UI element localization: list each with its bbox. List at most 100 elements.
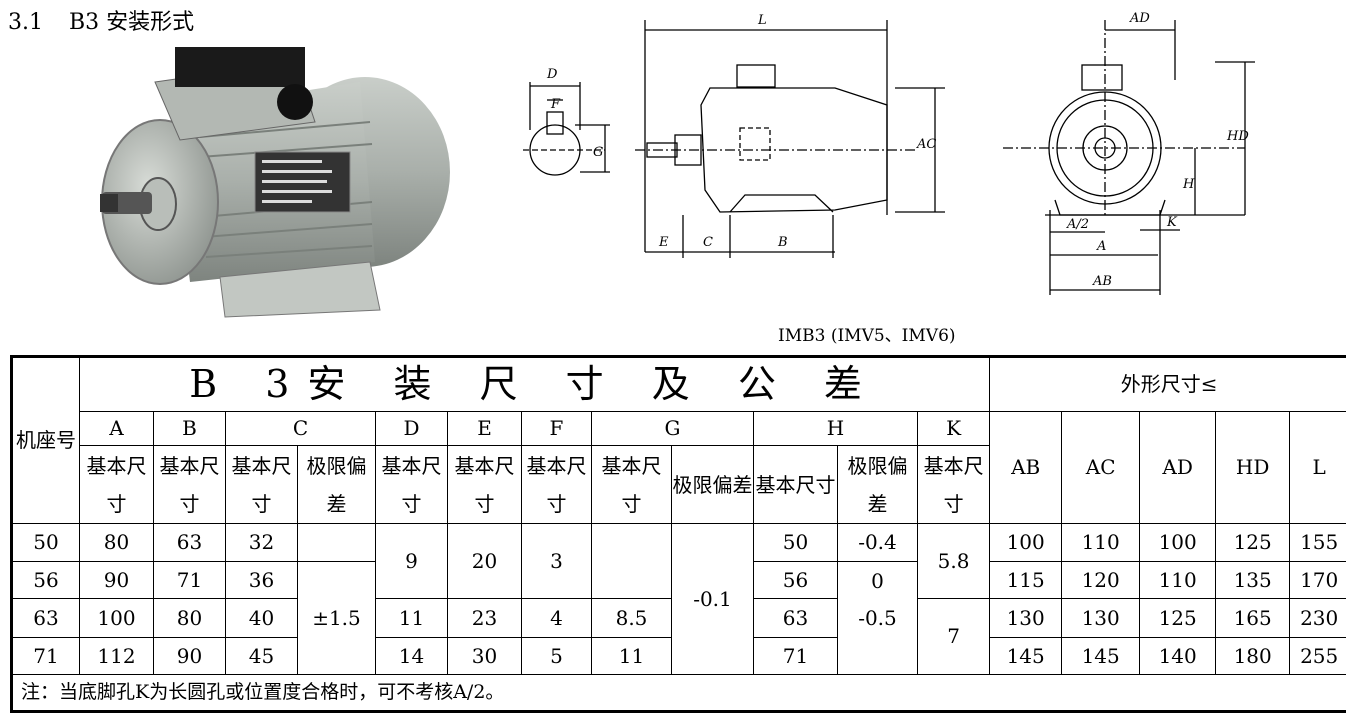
table-row: 56 90 71 36 ±1.5 56 0 -0.5 115 120 110 1… [11, 560, 1346, 676]
outline-header: 外形尺寸≤ [989, 356, 1346, 412]
cell-F: 5 [521, 636, 592, 676]
col-B: B [153, 410, 226, 447]
D-basic: 基本尺寸 [375, 445, 448, 525]
cell-frame: 50 [11, 523, 80, 562]
cell-H: 56 [753, 560, 838, 600]
dimension-drawing: D F G L AC E C B AD HD H A/2 A K AB [523, 11, 1255, 295]
figure-caption: IMB3 (IMV5、IMV6) [778, 326, 956, 346]
col-C: C [225, 410, 376, 447]
cell-AC: 120 [1061, 560, 1141, 600]
cell-AC: 145 [1061, 636, 1141, 676]
cell-K: 5.8 [916, 523, 991, 600]
cell-L: 170 [1289, 560, 1346, 600]
cell-AB: 100 [989, 523, 1063, 562]
cell-AB: 115 [989, 560, 1063, 600]
cell-AB: 130 [989, 598, 1063, 638]
cell-E: 23 [447, 598, 522, 638]
cell-D: 11 [375, 598, 448, 638]
cell-L: 230 [1289, 598, 1346, 638]
section-title: 3.1 B3 安装形式 [8, 4, 194, 36]
cell-AD: 125 [1139, 598, 1217, 638]
col-L: L [1289, 410, 1346, 525]
label-B: B [777, 235, 788, 250]
cell-G: 8.5 [591, 598, 672, 638]
label-E: E [658, 235, 669, 250]
label-AC: AC [916, 137, 936, 152]
cell-D: 9 [375, 523, 448, 600]
cell-AD: 110 [1139, 560, 1217, 600]
label-A: A [1096, 239, 1106, 254]
cell-F: 4 [521, 598, 592, 638]
label-H: H [1182, 177, 1195, 192]
cell-B: 71 [153, 560, 226, 600]
A-basic: 基本尺寸 [79, 445, 154, 525]
cell-HD: 135 [1215, 560, 1291, 600]
table-row: 63 100 80 40 11 23 4 8.5 63 7 130 130 12… [11, 598, 1346, 676]
cell-K: 7 [916, 598, 991, 676]
cell-frame: 71 [11, 636, 80, 676]
F-basic: 基本尺寸 [521, 445, 592, 525]
label-HD: HD [1226, 129, 1249, 144]
cell-H-limit-group: 0 -0.5 [837, 560, 918, 676]
cell-G [591, 523, 672, 600]
cell-E: 20 [447, 523, 522, 600]
label-AB: AB [1092, 274, 1112, 289]
table-row: 50 80 63 32 9 20 3 -0.1 50 -0.4 5.8 100 … [11, 523, 1346, 676]
cell-A: 100 [79, 598, 154, 638]
cell-H: 63 [753, 598, 838, 638]
cell-AD: 140 [1139, 636, 1217, 676]
col-A: A [79, 410, 154, 447]
cell-F: 3 [521, 523, 592, 600]
cell-B: 90 [153, 636, 226, 676]
label-L: L [757, 13, 767, 28]
table-row: 71 112 90 45 14 30 5 11 71 145 145 140 1… [11, 636, 1346, 676]
label-G: G [593, 145, 603, 160]
label-A2: A/2 [1066, 217, 1089, 232]
col-E: E [447, 410, 522, 447]
cell-H-limit-lower: -0.5 [858, 605, 897, 630]
K-basic: 基本尺寸 [916, 445, 991, 525]
cell-E: 30 [447, 636, 522, 676]
cell-L: 255 [1289, 636, 1346, 676]
cell-A: 90 [79, 560, 154, 600]
cell-frame: 56 [11, 560, 80, 600]
section-heading: B3 安装形式 [69, 10, 195, 35]
G-basic: 基本尺寸 [591, 445, 672, 525]
label-AD: AD [1129, 11, 1150, 26]
dimension-table: 机座号 B 3安 装 尺 寸 及 公 差 外形尺寸≤ A B C D E F G… [10, 355, 1346, 713]
cell-G: 11 [591, 636, 672, 676]
cell-L: 155 [1289, 523, 1346, 562]
cell-G-limit: -0.1 [671, 523, 754, 676]
table-note: 注：当底脚孔K为长圆孔或位置度合格时，可不考核A/2。 [10, 674, 1346, 712]
cell-C: 32 [225, 523, 298, 562]
cell-AD: 100 [1139, 523, 1217, 562]
C-basic: 基本尺寸 [225, 445, 298, 525]
col-G: G [591, 410, 754, 447]
table-title: B 3安 装 尺 寸 及 公 差 [78, 356, 991, 412]
cell-D: 14 [375, 636, 448, 676]
cell-B: 80 [153, 598, 226, 638]
col-AB: AB [989, 410, 1063, 525]
frame-header: 机座号 [11, 355, 80, 525]
C-limit: 极限偏差 [297, 445, 376, 525]
col-F: F [521, 410, 592, 447]
H-limit: 极限偏差 [837, 445, 918, 525]
cell-H-limit-upper: 0 [871, 568, 884, 593]
section-number: 3.1 [8, 10, 43, 35]
cell-HD: 165 [1215, 598, 1291, 638]
cell-H-limit: -0.4 [837, 523, 918, 562]
G-limit: 极限偏差 [671, 445, 754, 525]
cell-C: 45 [225, 636, 298, 676]
cell-frame: 63 [11, 598, 80, 638]
cell-A: 112 [79, 636, 154, 676]
cell-B: 63 [153, 523, 226, 562]
cell-A: 80 [79, 523, 154, 562]
motor-photo [100, 47, 450, 318]
B-basic: 基本尺寸 [153, 445, 226, 525]
cell-H: 71 [753, 636, 838, 676]
cell-HD: 180 [1215, 636, 1291, 676]
cell-C-limit [297, 523, 376, 562]
label-K: K [1166, 215, 1178, 230]
col-H: H [753, 410, 918, 447]
H-basic: 基本尺寸 [753, 445, 838, 525]
